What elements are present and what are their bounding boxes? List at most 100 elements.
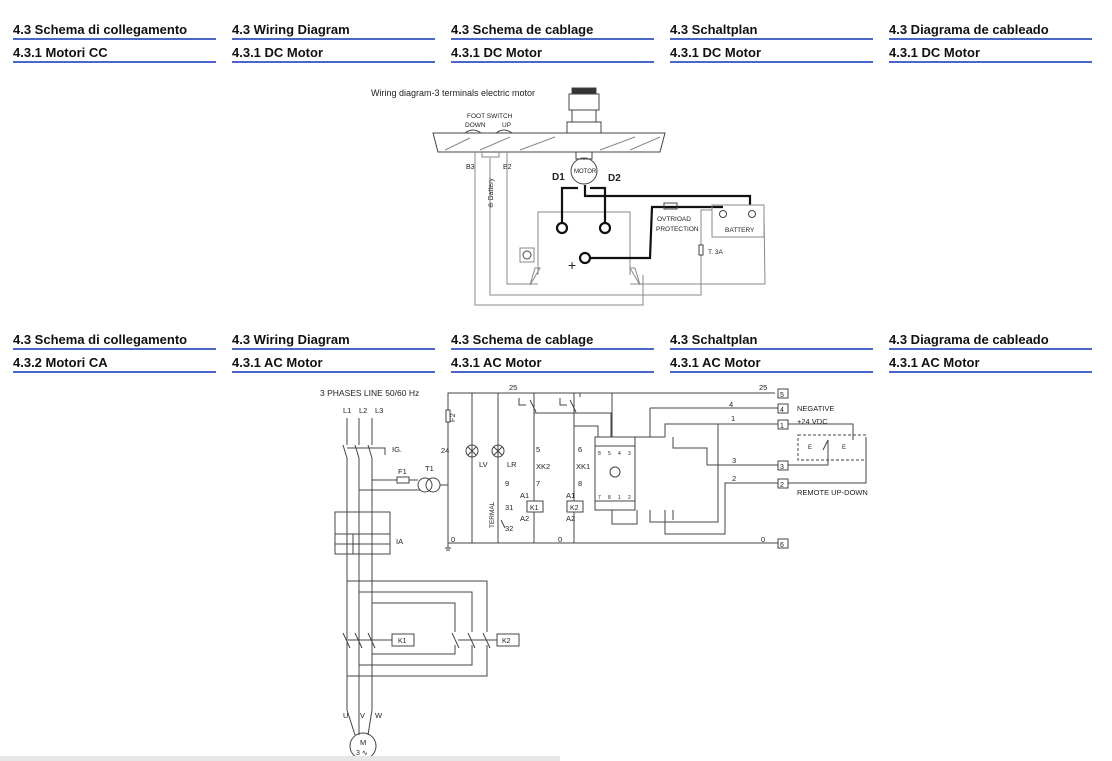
wire-25-label-right: 25 [759, 383, 767, 392]
module-pin: 8 [598, 451, 601, 457]
wire-6-label: 6 [578, 445, 582, 454]
motor-icon [570, 157, 598, 185]
l3-label: L3 [375, 406, 383, 415]
page-bottom-bar [0, 756, 560, 761]
module-pin: 1 [618, 495, 621, 501]
module-pin: 5 [608, 451, 611, 457]
overload-label: OVTRIOAD [657, 216, 691, 223]
up-label: UP [502, 122, 511, 129]
heading-fr: 4.3 Schema de cablage [451, 332, 654, 350]
l1-label: L1 [343, 406, 351, 415]
terminal-2: 2 [780, 482, 784, 489]
ia-label: IA [396, 537, 403, 546]
motor-label: MOTOR [574, 169, 597, 175]
termal-label: TERMAL [489, 501, 496, 528]
heading-fr: 4.3 Schema de cablage [451, 22, 654, 40]
heading-de: 4.3 Schaltplan [670, 22, 873, 40]
battery-wire-label: ⊖ Battery [488, 178, 495, 208]
wire-0-label-right: 0 [761, 535, 765, 544]
d2-label: D2 [608, 173, 621, 184]
subheading-en: 4.3.1 DC Motor [232, 45, 435, 63]
terminal-3: 3 [780, 464, 784, 471]
terminal-5: 5 [780, 392, 784, 399]
k2-contactor-label: K2 [502, 638, 511, 645]
module-pin: 2 [628, 495, 631, 501]
wire-8-label: 8 [578, 479, 582, 488]
battery-icon [711, 204, 765, 238]
remote-label: REMOTE UP-DOWN [797, 488, 868, 497]
motor-3-label: 3 ∿ [356, 750, 368, 757]
subheading-it: 4.3.1 Motori CC [13, 45, 216, 63]
fuse-rating-label: T. 3A [708, 249, 723, 256]
remote-switch-e: E [842, 445, 846, 451]
subheading-es: 4.3.1 AC Motor [889, 355, 1092, 373]
wire-3-label: 3 [732, 456, 736, 465]
module-pin: 3 [628, 451, 631, 457]
v-label: V [360, 711, 365, 720]
k2-a1-label: A1 [566, 491, 575, 500]
wire-25-label: 25 [509, 383, 517, 392]
k1-contactor-label: K1 [398, 638, 407, 645]
k1-coil-label: K1 [530, 505, 539, 512]
terminal-4: 4 [780, 407, 784, 414]
wire-31-label: 31 [505, 503, 513, 512]
ig-label: IG. [392, 445, 402, 454]
heading-es: 4.3 Diagrama de cableado [889, 332, 1092, 350]
wire-0-label-mid: 0 [558, 535, 562, 544]
wire-0-label: 0 [451, 535, 455, 544]
motor-m-label: M [360, 738, 366, 747]
subheading-es: 4.3.1 DC Motor [889, 45, 1092, 63]
module-pin: 7 [598, 495, 601, 501]
heading-de: 4.3 Schaltplan [670, 332, 873, 350]
heading-it: 4.3 Schema di collegamento [13, 332, 216, 350]
deck [432, 129, 666, 153]
l2-label: L2 [359, 406, 367, 415]
f1-label: F1 [398, 467, 407, 476]
terminal-6: 6 [780, 542, 784, 549]
subheading-fr: 4.3.1 DC Motor [451, 45, 654, 63]
heading-es: 4.3 Diagrama de cableado [889, 22, 1092, 40]
subheading-it: 4.3.2 Motori CA [13, 355, 216, 373]
down-label: DOWN [465, 122, 486, 129]
plus-label: + [568, 257, 576, 273]
battery-label: BATTERY [725, 227, 755, 234]
wire-7-label: 7 [536, 479, 540, 488]
terminal-1: 1 [780, 423, 784, 430]
ac-diagram-title: 3 PHASES LINE 50/60 Hz [320, 388, 419, 398]
subheading-en: 4.3.1 AC Motor [232, 355, 435, 373]
heading-en: 4.3 Wiring Diagram [232, 22, 435, 40]
wire-4-label: 4 [729, 400, 733, 409]
f2-label: F2 [448, 413, 457, 422]
heading-en: 4.3 Wiring Diagram [232, 332, 435, 350]
wire-24-label: 24 [441, 446, 449, 455]
k1-a2-label: A2 [520, 514, 529, 523]
wire-9-label: 9 [505, 479, 509, 488]
remote-switch-e: E [808, 445, 812, 451]
subheading-de: 4.3.1 AC Motor [670, 355, 873, 373]
d1-label: D1 [552, 172, 565, 183]
k1-a1-label: A1 [520, 491, 529, 500]
heading-it: 4.3 Schema di collegamento [13, 22, 216, 40]
lv-label: LV [479, 460, 488, 469]
protection-label: PROTECTION [656, 226, 699, 233]
subheading-fr: 4.3.1 AC Motor [451, 355, 654, 373]
vdc-label: +24 VDC [797, 417, 828, 426]
lr-label: LR [507, 460, 517, 469]
module-pin: 4 [618, 451, 621, 457]
k2-a2-label: A2 [566, 514, 575, 523]
wire-32-label: 32 [505, 524, 513, 533]
dc-diagram-title: Wiring diagram-3 terminals electric moto… [371, 88, 535, 98]
w-label: W [375, 711, 383, 720]
wire-5-label: 5 [536, 445, 540, 454]
wire-2-label: 2 [732, 474, 736, 483]
module-pin: 8 [608, 495, 611, 501]
fuse-icon [663, 202, 678, 210]
xk2-label: XK2 [536, 462, 550, 471]
foot-switch-label: FOOT SWITCH [467, 113, 513, 120]
k2-coil-label: K2 [570, 505, 579, 512]
wire-1-label: 1 [731, 414, 735, 423]
negative-label: NEGATIVE [797, 404, 834, 413]
control-lines [448, 393, 867, 544]
